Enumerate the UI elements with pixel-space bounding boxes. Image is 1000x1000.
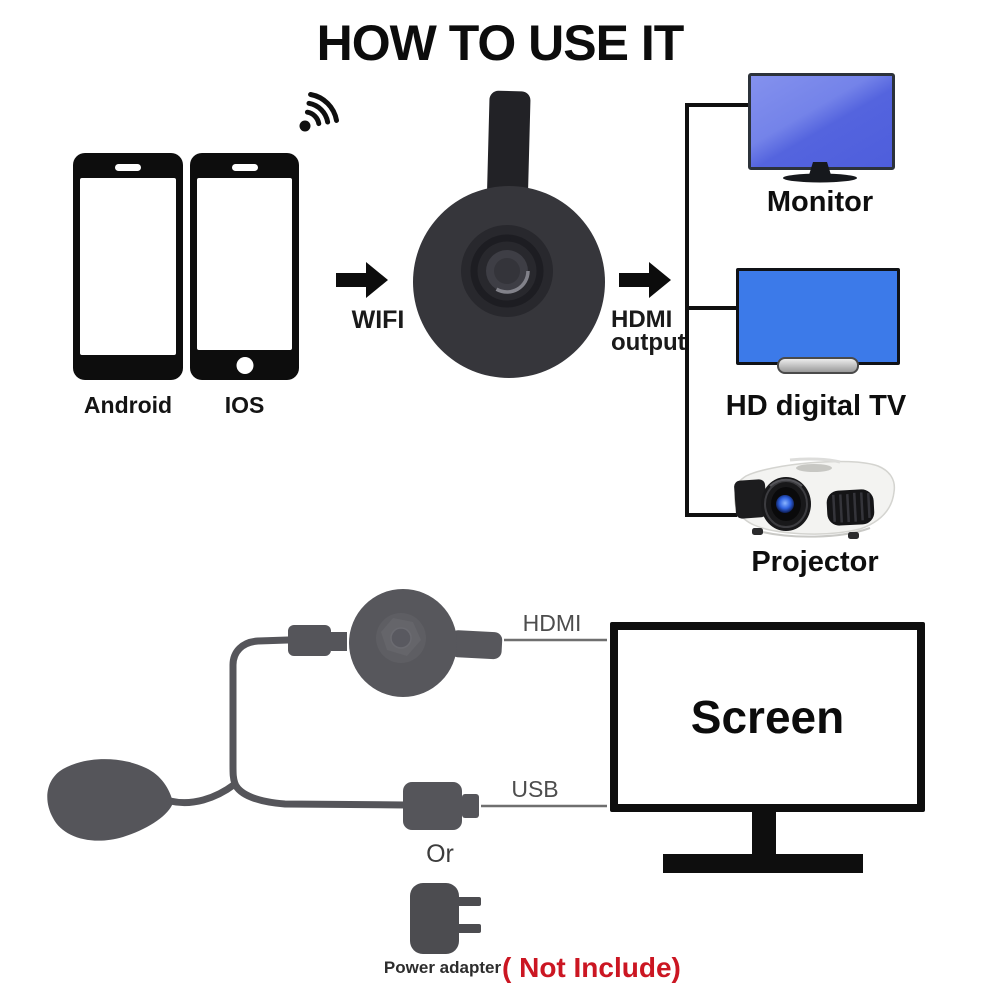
phone-speaker bbox=[231, 164, 258, 171]
hdmi-output-line1: HDMI bbox=[611, 306, 673, 333]
hdmi-port-label: HDMI bbox=[522, 610, 582, 636]
micro-usb-connector bbox=[288, 625, 331, 656]
phone-screen bbox=[197, 178, 292, 350]
usb-connector bbox=[403, 782, 462, 830]
home-button-icon bbox=[236, 357, 253, 374]
android-phone-illustration bbox=[73, 153, 183, 380]
wifi-signal-icon bbox=[299, 91, 340, 132]
tv-stand bbox=[777, 357, 859, 374]
or-label: Or bbox=[426, 840, 454, 868]
micro-usb-tip bbox=[331, 632, 347, 651]
wifi-step-label: WIFI bbox=[351, 306, 405, 334]
tv-label: HD digital TV bbox=[725, 390, 907, 422]
hdmi-output-label: HDMI output bbox=[611, 306, 701, 356]
split-cable bbox=[166, 636, 409, 809]
power-adapter-prong bbox=[457, 924, 481, 933]
branch-line-vertical bbox=[685, 103, 689, 517]
dongle-hdmi-plug bbox=[449, 630, 503, 660]
projector-illustration bbox=[734, 457, 896, 539]
usb-port-label: USB bbox=[511, 776, 559, 802]
screen-stand-base bbox=[663, 854, 863, 873]
page-title: HOW TO USE IT bbox=[316, 15, 685, 71]
hdmi-output-line2: output bbox=[611, 329, 686, 356]
arrow-right-icon bbox=[619, 262, 671, 298]
chromecast-dongle-illustration bbox=[413, 90, 605, 378]
monitor-illustration bbox=[748, 73, 895, 170]
power-adapter-label: Power adapter bbox=[383, 958, 502, 977]
branch-line-tv bbox=[685, 306, 737, 310]
power-adapter-icon bbox=[410, 883, 459, 954]
phone-screen bbox=[80, 178, 176, 355]
branch-line-monitor bbox=[685, 103, 748, 107]
monitor-stand bbox=[783, 162, 857, 183]
monitor-label: Monitor bbox=[766, 186, 874, 218]
projector-label: Projector bbox=[751, 546, 879, 578]
ios-label: IOS bbox=[224, 392, 265, 418]
power-adapter-prong bbox=[457, 897, 481, 906]
ios-phone-illustration bbox=[190, 153, 299, 380]
wifi-receiver-antenna bbox=[47, 759, 173, 841]
android-label: Android bbox=[83, 392, 173, 418]
screen-illustration: Screen bbox=[610, 622, 925, 812]
branch-line-projector bbox=[685, 513, 737, 517]
screen-label: Screen bbox=[690, 691, 845, 743]
chrome-logo-faint bbox=[376, 613, 426, 663]
screen-stand-neck bbox=[752, 810, 776, 857]
hookup-diagram bbox=[47, 589, 607, 841]
usb-tip bbox=[462, 794, 479, 818]
tv-illustration bbox=[736, 268, 900, 365]
not-include-label: ( Not Include) bbox=[502, 952, 681, 983]
phone-speaker bbox=[115, 164, 141, 171]
chrome-logo-icon bbox=[461, 225, 553, 317]
arrow-right-icon bbox=[336, 262, 388, 298]
